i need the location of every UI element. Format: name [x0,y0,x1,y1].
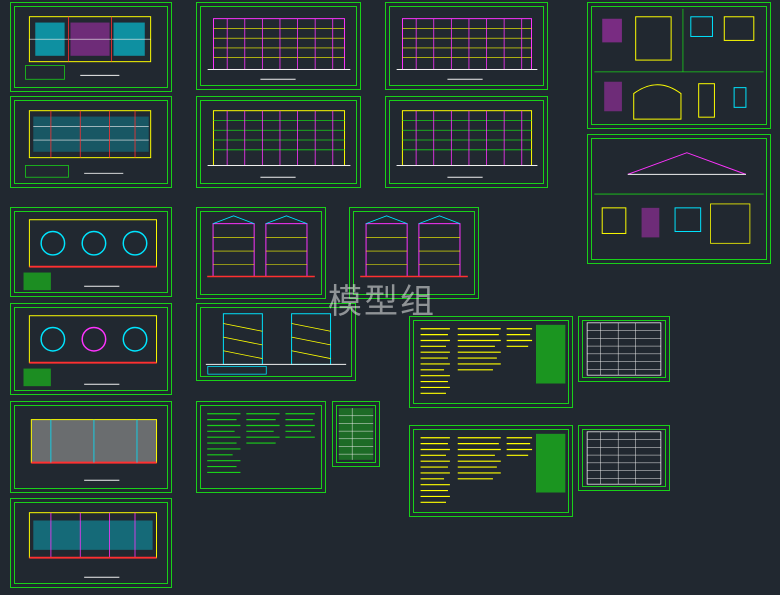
sheet-stair-section[interactable] [196,303,356,381]
sheet-floor-plan-2[interactable] [10,96,172,188]
floor-plan-drawing [28,512,157,578]
sheet-details-2[interactable] [587,134,771,264]
roof-plan-drawing [30,419,158,481]
sheet-elevation-1[interactable] [196,2,361,90]
elevation-drawing [207,18,351,80]
sheet-section-2[interactable] [349,207,479,299]
sheet-floor-plan-1[interactable] [10,2,172,92]
stair-section-drawing [205,313,347,375]
notes-text-block [207,413,315,474]
sheet-roof-plan[interactable] [10,401,172,493]
sheet-elevation-2[interactable] [196,96,361,188]
sheet-specs-2[interactable] [409,425,573,517]
schedule-table [586,322,662,376]
sheet-table-2[interactable] [578,425,670,491]
sheet-floor-plan-4[interactable] [10,303,172,395]
sheet-notes[interactable] [196,401,326,493]
sheet-floor-plan-3[interactable] [10,207,172,297]
specs-text-block [420,433,566,503]
section-drawing [360,215,468,278]
floor-plan-drawing [25,16,152,80]
sheet-table-1[interactable] [578,316,670,382]
specs-text-block [420,324,566,394]
sheet-elevation-3[interactable] [385,2,548,90]
schedule-table [586,431,662,485]
sheet-elevation-4[interactable] [385,96,548,188]
sheet-index[interactable] [332,401,380,467]
sheet-specs-1[interactable] [409,316,573,408]
sheet-details-1[interactable] [587,2,771,129]
sheet-floor-plan-5[interactable] [10,498,172,588]
elevation-drawing [396,18,538,80]
drawing-index-table [338,408,374,460]
sheet-section-1[interactable] [196,207,326,299]
details-drawing [594,8,764,120]
floor-plan-drawing [25,110,152,178]
details-drawing [594,152,764,244]
elevation-drawing [396,110,538,178]
watermark: 模型组 [328,282,436,322]
section-drawing [207,215,315,278]
floor-plan-drawing [23,219,157,291]
floor-plan-drawing [23,315,158,387]
elevation-drawing [207,110,351,178]
